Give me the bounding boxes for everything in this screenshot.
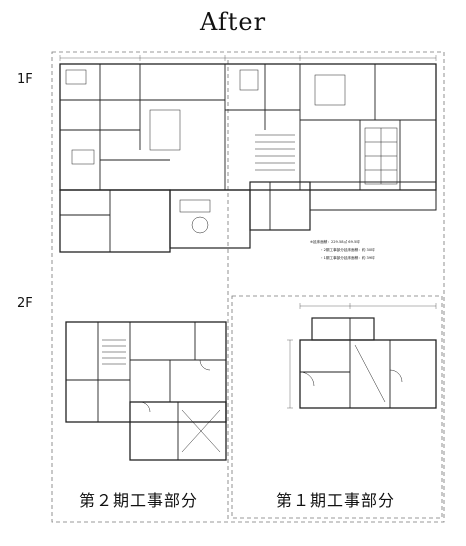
first-floor-plan xyxy=(59,55,437,253)
second-floor-phase2-plan xyxy=(65,321,227,461)
first-floor-furniture xyxy=(65,69,346,234)
first-floor-partitions xyxy=(60,64,436,252)
first-floor-tatami xyxy=(364,127,398,185)
floor-label-1f: 1F xyxy=(17,72,33,87)
first-floor-area-notes: ※延床面積：229.58㎡ 69.5坪 ・2期工事部分延床面積：約 30坪 ・1… xyxy=(310,239,375,260)
area-note-total: ※延床面積：229.58㎡ 69.5坪 xyxy=(310,239,360,244)
phase1-label: 第１期工事部分 xyxy=(276,491,396,510)
first-floor-stairs xyxy=(255,134,295,171)
area-note-phase1: ・1期工事部分延床面積：約 39坪 xyxy=(320,255,375,260)
outer-dashed-boundary xyxy=(51,51,445,523)
page-title: After xyxy=(199,8,267,36)
floor-label-2f: 2F xyxy=(17,296,33,311)
second-floor-phase1-plan xyxy=(287,303,437,409)
phase-boundaries xyxy=(51,51,445,523)
second-floor-dimension-ticks xyxy=(287,303,437,409)
second-floor-stairs xyxy=(102,339,126,365)
phase1-2f-dashed-area xyxy=(231,295,443,519)
phase2-label: 第２期工事部分 xyxy=(79,491,199,510)
first-floor-dimension-ticks xyxy=(59,55,437,61)
area-note-phase2: ・2期工事部分延床面積：約 30坪 xyxy=(320,247,375,252)
